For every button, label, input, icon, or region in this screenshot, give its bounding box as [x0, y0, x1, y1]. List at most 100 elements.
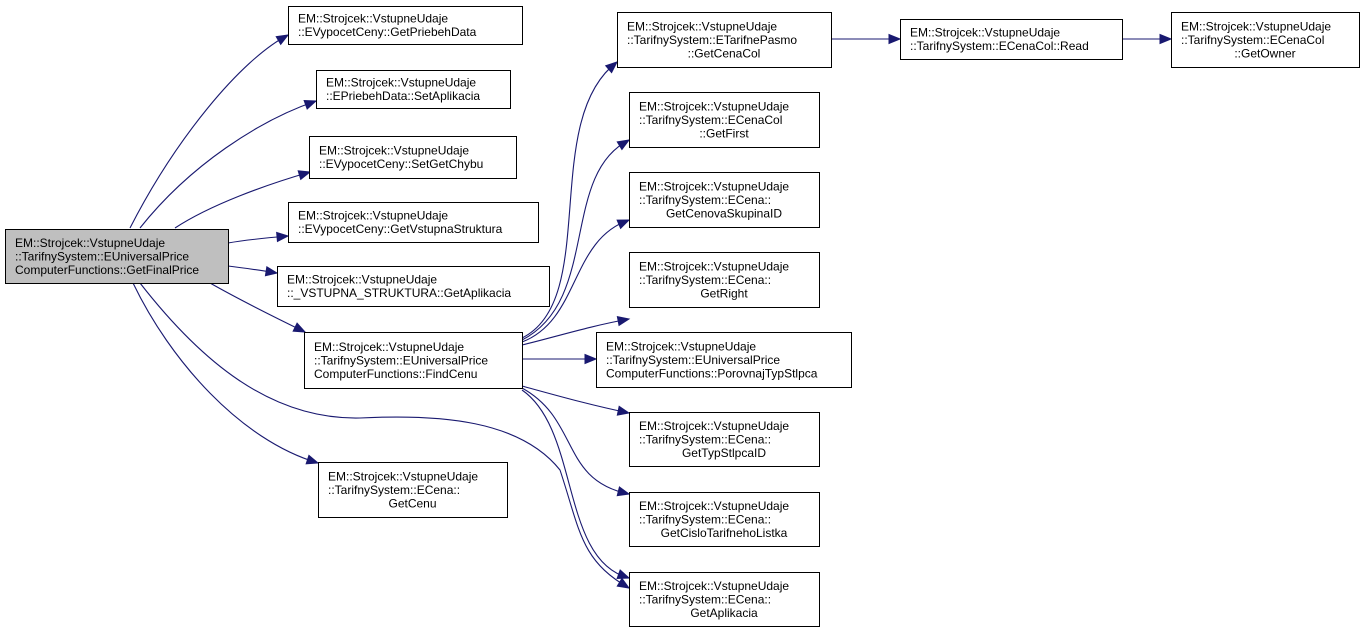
- node-box[interactable]: [629, 252, 820, 308]
- node-box[interactable]: [309, 136, 517, 179]
- node-label-line: ::TarifnySystem::ECena::: [639, 512, 771, 526]
- node-label-line: ::TarifnySystem::ECena::: [639, 592, 771, 606]
- edge-line: [209, 282, 306, 333]
- node-getCenaCol[interactable]: EM::Strojcek::VstupneUdaje::TarifnySyste…: [617, 12, 832, 68]
- edge-root-to-ecGetAplikacia: [139, 282, 631, 589]
- root-node[interactable]: EM::Strojcek::VstupneUdaje::TarifnySyste…: [5, 229, 229, 284]
- edge-findCenu-to-porovnaj: [522, 353, 598, 365]
- arrowhead-icon: [616, 139, 631, 151]
- node-porovnaj[interactable]: EM::Strojcek::VstupneUdaje::TarifnySyste…: [596, 332, 852, 388]
- node-label-line: ::GetOwner: [1234, 46, 1295, 60]
- edge-line: [174, 171, 311, 229]
- node-label-line: ::EVypocetCeny::GetPriebehData: [298, 25, 477, 39]
- node-getCenu[interactable]: EM::Strojcek::VstupneUdaje::TarifnySyste…: [318, 462, 508, 518]
- node-ecGetAplikacia[interactable]: EM::Strojcek::VstupneUdaje::TarifnySyste…: [629, 572, 820, 627]
- edge-line: [521, 219, 630, 343]
- arrowhead-icon: [616, 577, 631, 589]
- edge-findCenu-to-getRight: [521, 315, 631, 346]
- node-label-line: ComputerFunctions::FindCenu: [314, 367, 477, 381]
- node-getTypStlpcaID[interactable]: EM::Strojcek::VstupneUdaje::TarifnySyste…: [629, 412, 820, 467]
- edge-findCenu-to-getCenovaSkupinaID: [521, 219, 631, 343]
- node-box[interactable]: [277, 266, 550, 307]
- node-box[interactable]: [5, 229, 229, 284]
- node-box[interactable]: [596, 332, 852, 388]
- node-label-line: ::EVypocetCeny::SetGetChybu: [319, 157, 483, 171]
- edge-line: [521, 389, 630, 579]
- node-setGetChybu[interactable]: EM::Strojcek::VstupneUdaje::EVypocetCeny…: [309, 136, 517, 179]
- arrowhead-icon: [616, 569, 631, 580]
- node-label-line: EM::Strojcek::VstupneUdaje: [639, 259, 789, 273]
- edge-root-to-findCenu: [209, 282, 307, 333]
- edge-root-to-getPriebehData: [129, 34, 290, 229]
- node-box[interactable]: [629, 92, 820, 148]
- arrowhead-icon: [297, 170, 312, 181]
- node-label-line: EM::Strojcek::VstupneUdaje: [287, 273, 437, 287]
- node-box[interactable]: [629, 172, 820, 228]
- node-label-line: EM::Strojcek::VstupneUdaje: [627, 19, 777, 33]
- node-label-line: ::TarifnySystem::ETarifnePasmo: [627, 33, 797, 47]
- node-box[interactable]: [629, 492, 820, 547]
- node-findCenu[interactable]: EM::Strojcek::VstupneUdaje::TarifnySyste…: [304, 332, 523, 389]
- node-label-line: ::TarifnySystem::ECenaCol: [639, 113, 782, 127]
- edge-line: [521, 385, 630, 414]
- edge-line: [521, 318, 630, 346]
- node-label-line: EM::Strojcek::VstupneUdaje: [298, 12, 448, 26]
- arrowhead-icon: [276, 231, 290, 243]
- node-label-line: ::EVypocetCeny::GetVstupnaStruktura: [298, 222, 503, 236]
- node-getOwner[interactable]: EM::Strojcek::VstupneUdaje::TarifnySyste…: [1171, 12, 1360, 68]
- node-box[interactable]: [900, 19, 1123, 60]
- node-vsGetAplikacia[interactable]: EM::Strojcek::VstupneUdaje::_VSTUPNA_STR…: [277, 266, 550, 307]
- node-label-line: ComputerFunctions::GetFinalPrice: [15, 263, 199, 277]
- node-getCenovaSkupinaID[interactable]: EM::Strojcek::VstupneUdaje::TarifnySyste…: [629, 172, 820, 228]
- node-label-line: GetRight: [700, 286, 748, 300]
- node-label-line: ::TarifnySystem::ECena::: [639, 432, 771, 446]
- node-getFirst[interactable]: EM::Strojcek::VstupneUdaje::TarifnySyste…: [629, 92, 820, 148]
- node-getVstupnaStruktura[interactable]: EM::Strojcek::VstupneUdaje::EVypocetCeny…: [288, 202, 539, 243]
- node-label-line: ::TarifnySystem::EUniversalPrice: [314, 353, 488, 367]
- edge-findCenu-to-getTypStlpcaID: [521, 385, 631, 416]
- edge-line: [132, 282, 319, 464]
- node-label-line: EM::Strojcek::VstupneUdaje: [639, 99, 789, 113]
- edges-layer: [129, 33, 1173, 589]
- node-label-line: EM::Strojcek::VstupneUdaje: [639, 419, 789, 433]
- node-box[interactable]: [304, 332, 523, 389]
- node-label-line: GetCenovaSkupinaID: [666, 206, 782, 220]
- node-setAplikacia[interactable]: EM::Strojcek::VstupneUdaje::EPriebehData…: [316, 70, 511, 109]
- node-label-line: ::TarifnySystem::ECena::: [639, 273, 771, 287]
- node-label-line: EM::Strojcek::VstupneUdaje: [326, 76, 476, 90]
- arrowhead-icon: [305, 454, 320, 465]
- node-label-line: ::TarifnySystem::ECena::: [639, 193, 771, 207]
- node-box[interactable]: [629, 572, 820, 627]
- node-getPriebehData[interactable]: EM::Strojcek::VstupneUdaje::EVypocetCeny…: [288, 6, 523, 45]
- node-getRight[interactable]: EM::Strojcek::VstupneUdaje::TarifnySyste…: [629, 252, 820, 308]
- edge-root-to-getCenu: [132, 282, 320, 465]
- edge-root-to-setAplikacia: [139, 99, 318, 229]
- node-box[interactable]: [617, 12, 832, 68]
- node-label-line: ::TarifnySystem::ECenaCol: [1181, 33, 1324, 47]
- arrowhead-icon: [275, 34, 290, 46]
- node-getCislo[interactable]: EM::Strojcek::VstupneUdaje::TarifnySyste…: [629, 492, 820, 547]
- node-label-line: ::GetCenaCol: [688, 46, 761, 60]
- arrowhead-icon: [616, 405, 631, 416]
- edge-root-to-setGetChybu: [174, 170, 312, 229]
- nodes-layer: EM::Strojcek::VstupneUdaje::TarifnySyste…: [5, 6, 1360, 627]
- node-label-line: ::TarifnySystem::ECenaCol::Read: [910, 39, 1089, 53]
- node-box[interactable]: [1171, 12, 1360, 68]
- node-box[interactable]: [318, 462, 508, 518]
- arrowhead-icon: [1159, 33, 1173, 45]
- node-label-line: EM::Strojcek::VstupneUdaje: [1181, 19, 1331, 33]
- node-label-line: EM::Strojcek::VstupneUdaje: [328, 469, 478, 483]
- node-label-line: ::TarifnySystem::ECena::: [328, 483, 460, 497]
- node-label-line: ::TarifnySystem::EUniversalPrice: [15, 249, 189, 263]
- node-box[interactable]: [629, 412, 820, 467]
- node-read[interactable]: EM::Strojcek::VstupneUdaje::TarifnySyste…: [900, 19, 1123, 60]
- node-label-line: EM::Strojcek::VstupneUdaje: [606, 339, 756, 353]
- node-box[interactable]: [288, 6, 523, 45]
- arrowhead-icon: [616, 219, 631, 230]
- edge-findCenu-to-getFirst: [521, 139, 631, 341]
- node-label-line: EM::Strojcek::VstupneUdaje: [298, 209, 448, 223]
- node-box[interactable]: [316, 70, 511, 109]
- node-box[interactable]: [288, 202, 539, 243]
- node-label-line: EM::Strojcek::VstupneUdaje: [15, 236, 165, 250]
